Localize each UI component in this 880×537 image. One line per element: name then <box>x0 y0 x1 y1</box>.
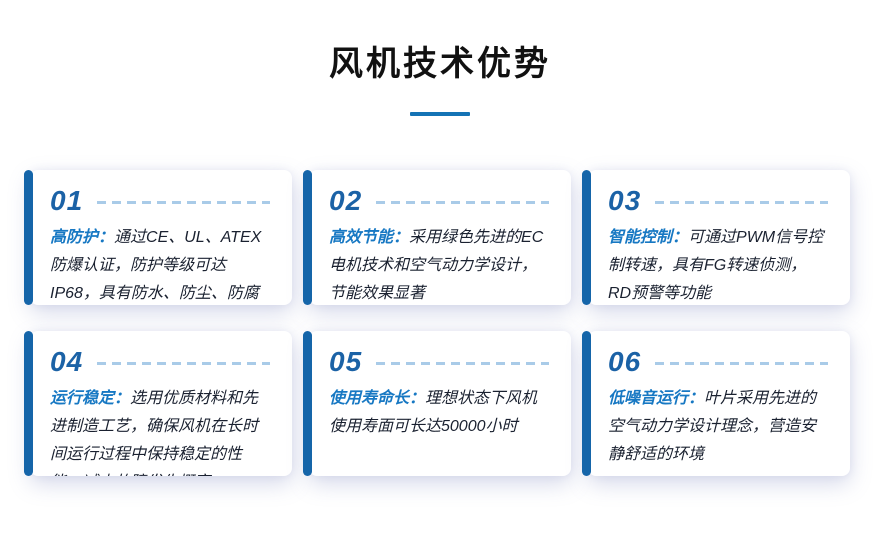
card-number-row: 02 <box>329 185 549 217</box>
card-label: 运行稳定： <box>50 390 131 407</box>
card-label: 使用寿命长： <box>329 390 426 407</box>
card-description: 高效节能：采用绿色先进的EC电机技术和空气动力学设计，节能效果显著 <box>329 224 549 305</box>
card-accent-bar <box>24 170 33 305</box>
advantage-card-grid: 01 高防护：通过CE、UL、ATEX防爆认证，防护等级可达IP68，具有防水、… <box>24 170 850 476</box>
dashed-divider <box>97 200 270 204</box>
card-description: 低噪音运行：叶片采用先进的空气动力学设计理念，营造安静舒适的环境 <box>608 385 828 469</box>
card-text: 采用绿色先进的EC电机技术和空气动力学设计，节能效果显著 <box>329 229 544 302</box>
card-body: 06 低噪音运行：叶片采用先进的空气动力学设计理念，营造安静舒适的环境 <box>588 331 850 476</box>
card-accent-bar <box>24 331 33 476</box>
card-number-row: 05 <box>329 346 549 378</box>
advantage-card-05: 05 使用寿命长：理想状态下风机使用寿面可长达50000小时 <box>303 331 571 476</box>
card-text: 通过CE、UL、ATEX防爆认证，防护等级可达IP68，具有防水、防尘、防腐蚀等… <box>50 229 262 302</box>
card-body: 04 运行稳定：选用优质材料和先进制造工艺，确保风机在长时间运行过程中保持稳定的… <box>30 331 292 476</box>
dashed-divider <box>97 361 270 365</box>
card-body: 01 高防护：通过CE、UL、ATEX防爆认证，防护等级可达IP68，具有防水、… <box>30 170 292 305</box>
card-number: 06 <box>608 346 642 377</box>
card-description: 运行稳定：选用优质材料和先进制造工艺，确保风机在长时间运行过程中保持稳定的性能，… <box>50 385 270 476</box>
dashed-divider <box>376 200 549 204</box>
card-number: 02 <box>329 185 363 216</box>
dashed-divider <box>655 200 828 204</box>
card-label: 低噪音运行： <box>608 390 705 407</box>
dashed-divider <box>655 361 828 365</box>
card-description: 使用寿命长：理想状态下风机使用寿面可长达50000小时 <box>329 385 549 441</box>
advantage-card-04: 04 运行稳定：选用优质材料和先进制造工艺，确保风机在长时间运行过程中保持稳定的… <box>24 331 292 476</box>
card-accent-bar <box>582 170 591 305</box>
card-number-row: 03 <box>608 185 828 217</box>
card-number: 03 <box>608 185 642 216</box>
advantage-card-02: 02 高效节能：采用绿色先进的EC电机技术和空气动力学设计，节能效果显著 <box>303 170 571 305</box>
card-body: 03 智能控制：可通过PWM信号控制转速，具有FG转速侦测，RD预警等功能 <box>588 170 850 305</box>
card-text: 选用优质材料和先进制造工艺，确保风机在长时间运行过程中保持稳定的性能，减少故障发… <box>50 390 259 476</box>
card-body: 05 使用寿命长：理想状态下风机使用寿面可长达50000小时 <box>309 331 571 476</box>
title-underline-divider <box>410 112 470 116</box>
advantage-card-01: 01 高防护：通过CE、UL、ATEX防爆认证，防护等级可达IP68，具有防水、… <box>24 170 292 305</box>
card-text: 理想状态下风机使用寿面可长达50000小时 <box>329 390 538 435</box>
card-description: 智能控制：可通过PWM信号控制转速，具有FG转速侦测，RD预警等功能 <box>608 224 828 305</box>
dashed-divider <box>376 361 549 365</box>
card-number-row: 06 <box>608 346 828 378</box>
page-title: 风机技术优势 <box>329 45 551 83</box>
card-label: 智能控制： <box>608 229 689 246</box>
advantage-card-06: 06 低噪音运行：叶片采用先进的空气动力学设计理念，营造安静舒适的环境 <box>582 331 850 476</box>
section-header: 风机技术优势 <box>0 0 880 116</box>
card-body: 02 高效节能：采用绿色先进的EC电机技术和空气动力学设计，节能效果显著 <box>309 170 571 305</box>
card-number: 05 <box>329 346 363 377</box>
card-label: 高防护： <box>50 229 115 246</box>
card-number: 04 <box>50 346 84 377</box>
card-description: 高防护：通过CE、UL、ATEX防爆认证，防护等级可达IP68，具有防水、防尘、… <box>50 224 270 305</box>
card-accent-bar <box>582 331 591 476</box>
card-number: 01 <box>50 185 84 216</box>
card-text: 可通过PWM信号控制转速，具有FG转速侦测，RD预警等功能 <box>608 229 824 302</box>
card-number-row: 01 <box>50 185 270 217</box>
card-accent-bar <box>303 331 312 476</box>
card-accent-bar <box>303 170 312 305</box>
card-text: 叶片采用先进的空气动力学设计理念，营造安静舒适的环境 <box>608 390 817 463</box>
card-label: 高效节能： <box>329 229 410 246</box>
card-number-row: 04 <box>50 346 270 378</box>
advantage-card-03: 03 智能控制：可通过PWM信号控制转速，具有FG转速侦测，RD预警等功能 <box>582 170 850 305</box>
